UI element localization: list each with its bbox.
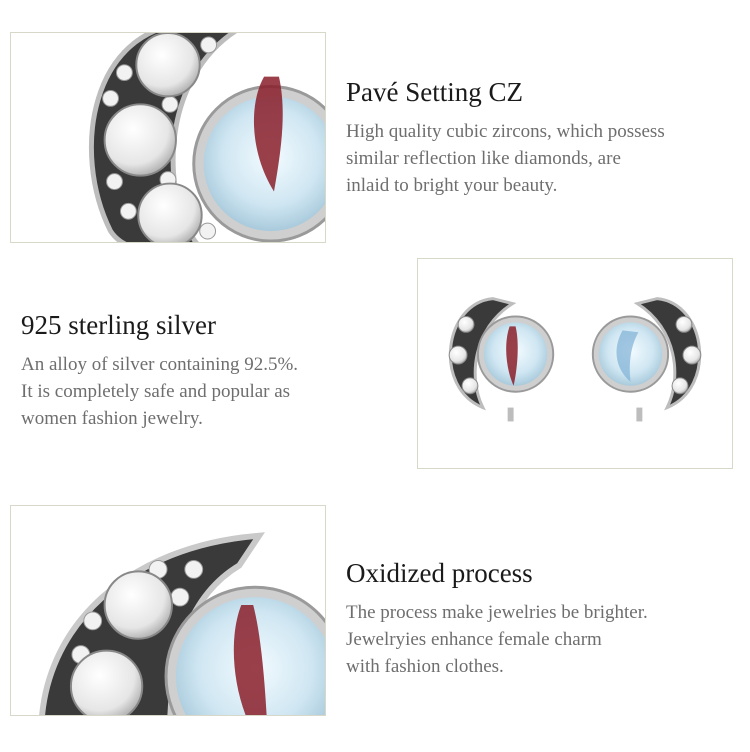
earring-oxidized-image [39, 532, 325, 715]
feature-desc-line: inlaid to bright your beauty. [346, 175, 558, 196]
earring-pair-photo [417, 258, 733, 469]
earring-pair-image [448, 297, 702, 422]
closeup-photo-pave [10, 32, 326, 243]
feature-desc-line: similar reflection like diamonds, are [346, 148, 621, 169]
feature-title: 925 sterling silver [21, 310, 216, 340]
feature-desc-line: An alloy of silver containing 92.5%. [21, 354, 299, 375]
feature-description: An alloy of silver containing 92.5%. It … [21, 351, 298, 432]
feature-desc-line: women fashion jewelry. [21, 408, 203, 429]
feature-desc-line: The process make jewelries be brighter. [346, 602, 648, 623]
feature-title: Pavé Setting CZ [346, 77, 523, 107]
feature-title: Oxidized process [346, 558, 533, 588]
feature-description: High quality cubic zircons, which posses… [346, 118, 665, 199]
feature-sterling-silver: 925 sterling silver An alloy of silver c… [21, 309, 298, 432]
feature-desc-line: Jewelryies enhance female charm [346, 629, 602, 650]
feature-desc-line: It is completely safe and popular as [21, 381, 291, 402]
feature-description: The process make jewelries be brighter. … [346, 599, 648, 680]
feature-desc-line: High quality cubic zircons, which posses… [346, 121, 665, 142]
feature-desc-line: with fashion clothes. [346, 656, 504, 677]
feature-pave-setting: Pavé Setting CZ High quality cubic zirco… [346, 76, 665, 199]
feature-oxidized-process: Oxidized process The process make jewelr… [346, 557, 648, 680]
closeup-photo-oxidized [10, 505, 326, 716]
earring-closeup-image [88, 33, 325, 242]
